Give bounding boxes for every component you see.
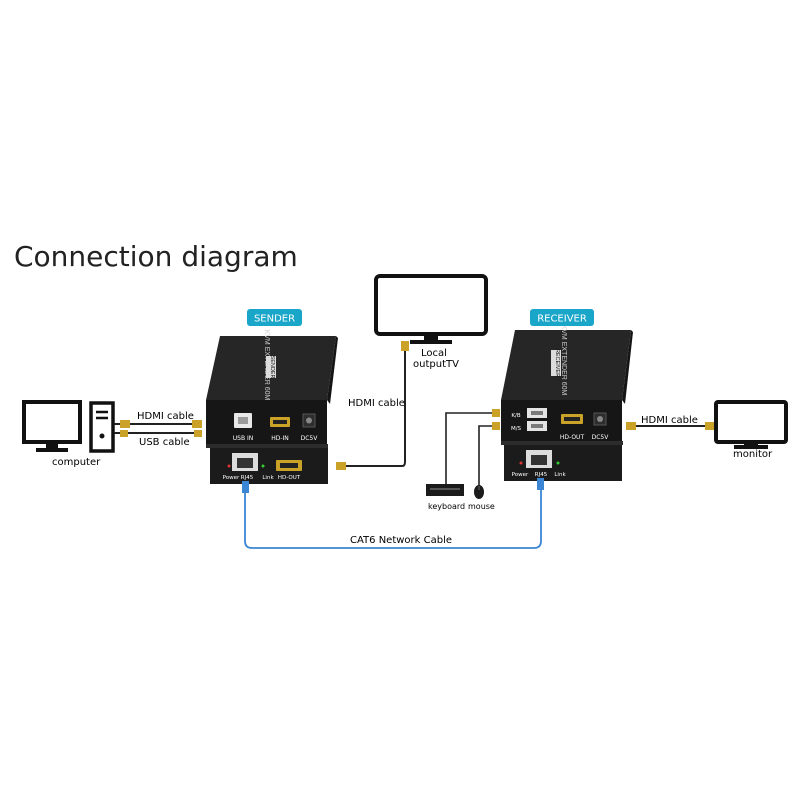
hdmi-cable-computer: [114, 420, 202, 428]
network-cable-label: CAT6 Network Cable: [350, 535, 452, 546]
receiver-port-label: Link: [554, 472, 566, 478]
tv-icon: [374, 274, 488, 344]
receiver-port-label: K/B: [511, 413, 520, 419]
hdmi-cable-monitor: [626, 422, 715, 430]
monitor-label: monitor: [733, 449, 773, 460]
hdmi-cable-left-label: HDMI cable: [137, 411, 194, 422]
mouse-icon: [474, 485, 484, 499]
sender-port-label: Link: [262, 475, 274, 481]
hdmi-cable-right-label: HDMI cable: [641, 415, 698, 426]
keyboard-icon: [426, 484, 464, 496]
page-title: Connection diagram: [14, 240, 298, 273]
usb-cable-label: USB cable: [139, 437, 190, 448]
receiver-port-label: DC5V: [592, 434, 610, 441]
receiver-badge-label: RECEIVER: [537, 314, 587, 325]
hdmi-cable-mid-label: HDMI cable: [348, 398, 405, 409]
receiver-port-label: M/S: [511, 426, 522, 432]
receiver-device: KVM EXTENDER 60M RECEIVER K/B M/S HD-OUT…: [501, 325, 633, 481]
cat6-network-cable: [242, 478, 544, 549]
sender-port-label: Power: [223, 475, 240, 481]
monitor-icon: [714, 400, 788, 449]
receiver-badge: RECEIVER: [530, 309, 594, 326]
keyboard-label: keyboard: [428, 502, 465, 511]
sender-device: KVM EXTENDER 60M SENDER USB IN HD-IN DC5…: [206, 330, 338, 484]
sender-badge-label: SENDER: [254, 314, 295, 325]
receiver-model-sub: RECEIVER: [554, 349, 560, 377]
receiver-port-label: RJ45: [535, 472, 548, 478]
sender-port-label: HD-OUT: [278, 475, 301, 481]
usb-cable-computer: [114, 430, 202, 437]
local-tv-label-line2: outputTV: [413, 359, 459, 370]
sender-badge: SENDER: [247, 309, 302, 326]
receiver-port-label: Power: [512, 472, 529, 478]
mouse-label: mouse: [468, 502, 495, 511]
mouse-cable: [478, 422, 500, 486]
sender-port-label: RJ45: [241, 475, 254, 481]
sender-port-label: USB IN: [233, 435, 253, 442]
sender-port-label: HD-IN: [271, 435, 289, 442]
sender-model-sub: SENDER: [269, 356, 275, 379]
local-tv-label-line1: Local: [421, 348, 447, 359]
receiver-port-label: HD-OUT: [560, 434, 585, 441]
hdmi-cable-tv: [336, 341, 409, 470]
computer-icon: [22, 400, 115, 453]
receiver-model-text: KVM EXTENDER 60M: [560, 325, 567, 396]
sender-port-label: DC5V: [301, 435, 319, 442]
computer-label: computer: [52, 457, 101, 468]
keyboard-cable: [445, 409, 500, 484]
